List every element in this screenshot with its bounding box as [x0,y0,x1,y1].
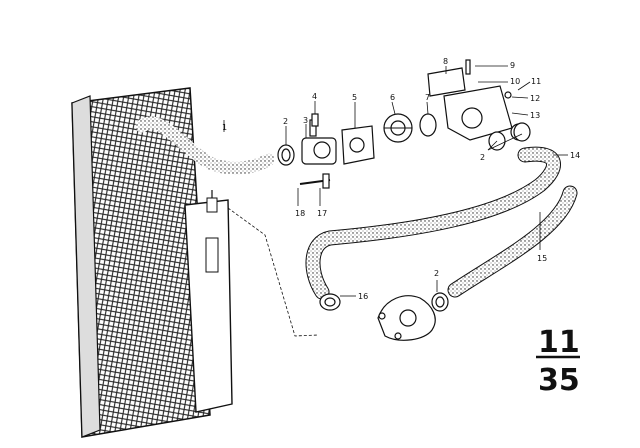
callout-8: 8 [443,57,448,66]
callout-7: 7 [425,93,430,102]
hose-clamp-icon [277,144,295,166]
thermostat-cover-icon [427,59,528,141]
callout-18: 18 [295,209,305,218]
callout-11: 11 [531,77,541,86]
callout-13: 13 [530,111,540,120]
callout-17: 17 [317,209,327,218]
callout-2: 2 [283,117,288,126]
callout-10: 10 [510,77,520,86]
o-ring-icon [419,113,437,137]
callout-2c: 2 [434,269,439,278]
callout-2b: 2 [480,153,485,162]
callout-12: 12 [530,94,540,103]
callout-14: 14 [570,151,580,160]
callout-3: 3 [303,116,308,125]
callout-9: 9 [510,61,515,70]
water-pump-icon [377,295,436,341]
screw-icon [311,113,319,127]
hose-clamp-icon [319,293,341,311]
hose-clamp-icon [431,292,449,312]
callout-1: 1 [222,123,227,132]
radiator-icon [71,87,233,438]
page-reference: 11 35 [536,325,580,398]
leader-lines [223,65,568,297]
callout-5: 5 [352,93,357,102]
callout-4: 4 [312,92,317,101]
page-ref-group: 11 [538,325,580,360]
callout-15: 15 [537,254,547,263]
thermostat-icon [383,113,413,143]
callout-labels: 1 2 3 4 5 6 7 8 9 10 11 12 13 2 14 15 2 … [222,57,580,301]
bracket-icon [299,173,331,189]
callout-16: 16 [358,292,368,301]
thermostat-housing-icon [301,119,337,165]
leader-line [227,207,319,337]
page-ref-sheet: 35 [538,363,580,398]
callout-6: 6 [390,93,395,102]
